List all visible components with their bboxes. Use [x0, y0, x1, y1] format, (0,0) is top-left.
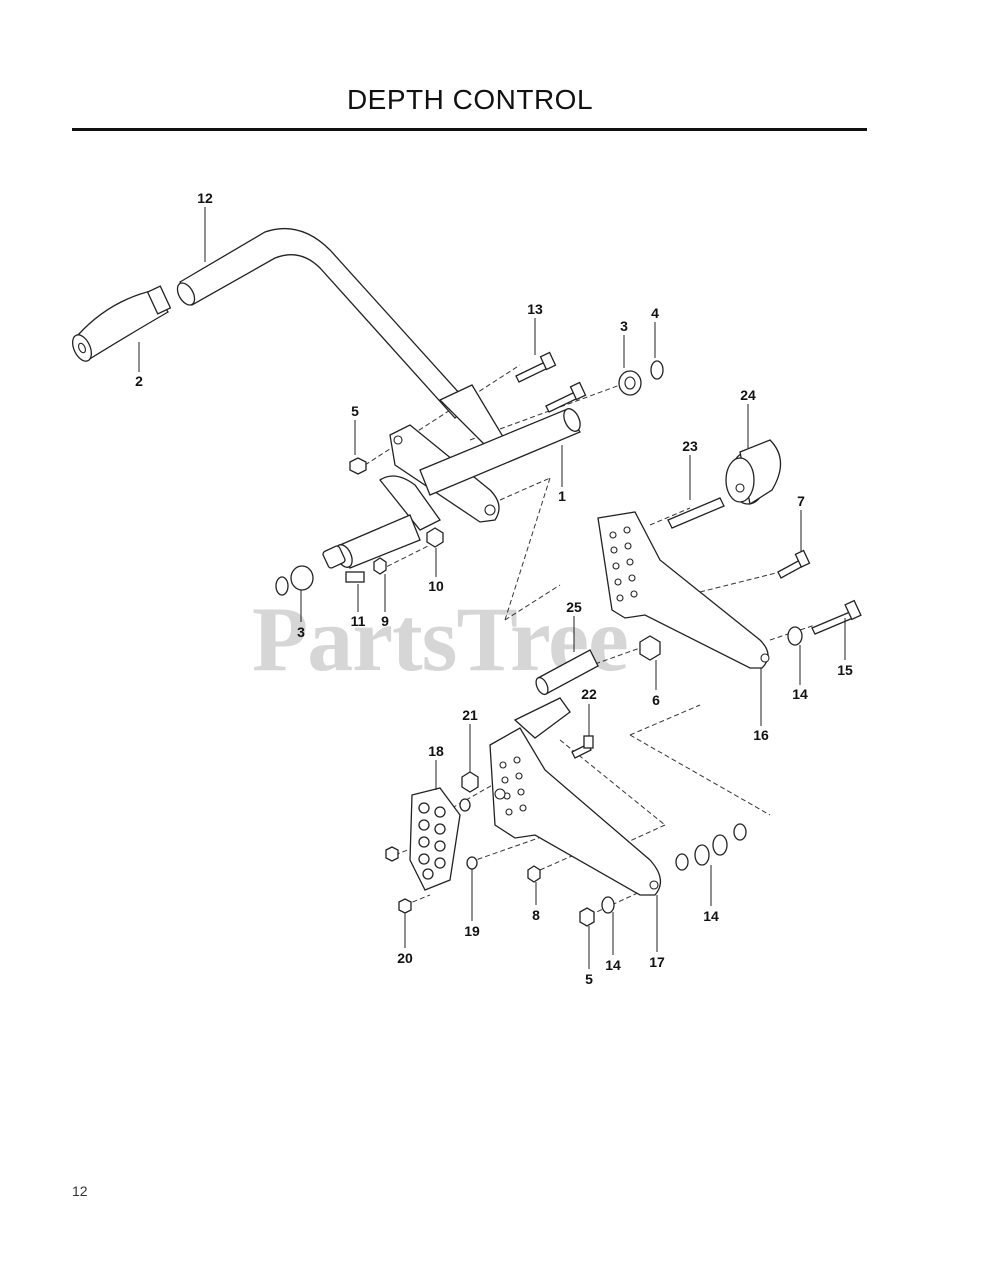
leader-lines — [138, 207, 846, 969]
callout-5-bottom: 5 — [585, 971, 593, 987]
part-12-handle-tube — [176, 228, 506, 451]
part-17-depth-plate — [489, 697, 662, 896]
callout-14-a: 14 — [792, 686, 808, 702]
callout-3-top: 3 — [620, 318, 628, 334]
part-16-depth-plate — [597, 511, 770, 669]
callout-22: 22 — [581, 686, 597, 702]
callout-15: 15 — [837, 662, 853, 678]
callout-11: 11 — [351, 613, 366, 629]
callout-20: 20 — [397, 950, 413, 966]
part-14-washer-a — [787, 626, 803, 646]
part-16-holes — [609, 526, 770, 663]
callout-8: 8 — [532, 907, 540, 923]
part-7-bolt-head — [794, 549, 811, 568]
part-21-nut — [461, 771, 479, 793]
callout-24: 24 — [740, 387, 756, 403]
callout-6: 6 — [652, 692, 660, 708]
callout-21: 21 — [462, 707, 478, 723]
part-13-bolts — [515, 351, 587, 413]
part-24-wheel — [725, 439, 782, 506]
part-2-handle-grip — [71, 285, 172, 362]
part-21-washer — [459, 798, 471, 812]
part-5-nut-top — [349, 457, 367, 475]
part-15-bolt-head — [844, 599, 862, 621]
part-nut-small — [385, 846, 399, 862]
part-14-washer-c — [601, 896, 615, 914]
callout-5-top: 5 — [351, 403, 359, 419]
callout-14-b: 14 — [703, 908, 719, 924]
page-number: 12 — [72, 1183, 88, 1199]
part-8-nut — [527, 865, 541, 883]
part-19-washer — [466, 856, 478, 870]
part-23-axle — [667, 497, 725, 529]
part-3-bushing-bottom — [290, 565, 314, 591]
part-18-nut-plate — [409, 787, 461, 891]
part-9-spacer — [373, 557, 387, 575]
part-11-bolt — [345, 571, 365, 583]
part-4-retaining-ring — [650, 360, 664, 380]
callout-labels: 12 2 13 3 4 5 1 24 23 7 10 11 9 3 25 15 … — [135, 190, 853, 987]
part-15-bolt — [811, 611, 854, 635]
callout-1: 1 — [558, 488, 566, 504]
part-5-nut-bottom — [579, 907, 595, 927]
callout-17: 17 — [649, 954, 665, 970]
callout-16: 16 — [753, 727, 769, 743]
callout-25: 25 — [566, 599, 582, 615]
callout-14-c: 14 — [605, 957, 621, 973]
callout-12: 12 — [197, 190, 213, 206]
part-17-holes — [494, 756, 659, 890]
callout-10: 10 — [428, 578, 444, 594]
callout-9: 9 — [381, 613, 389, 629]
callout-2: 2 — [135, 373, 143, 389]
callout-19: 19 — [464, 923, 480, 939]
callout-3-bottom: 3 — [297, 624, 305, 640]
callout-4: 4 — [651, 305, 659, 321]
part-6-nut — [639, 635, 661, 661]
part-3-ring-bottom — [275, 576, 289, 596]
part-10-nut — [426, 527, 444, 548]
title-rule — [72, 128, 867, 131]
part-14-washer-stack — [675, 823, 747, 871]
callout-13: 13 — [527, 301, 543, 317]
callout-18: 18 — [428, 743, 444, 759]
part-25-end — [535, 676, 549, 696]
callout-7: 7 — [797, 493, 805, 509]
page-title: DEPTH CONTROL — [346, 84, 594, 115]
part-1-pivot-bracket — [322, 408, 581, 569]
part-22-bolt-head — [583, 735, 594, 749]
part-20-nut — [398, 898, 412, 914]
callout-23: 23 — [682, 438, 698, 454]
part-3-bushing-top-hole — [624, 376, 636, 390]
